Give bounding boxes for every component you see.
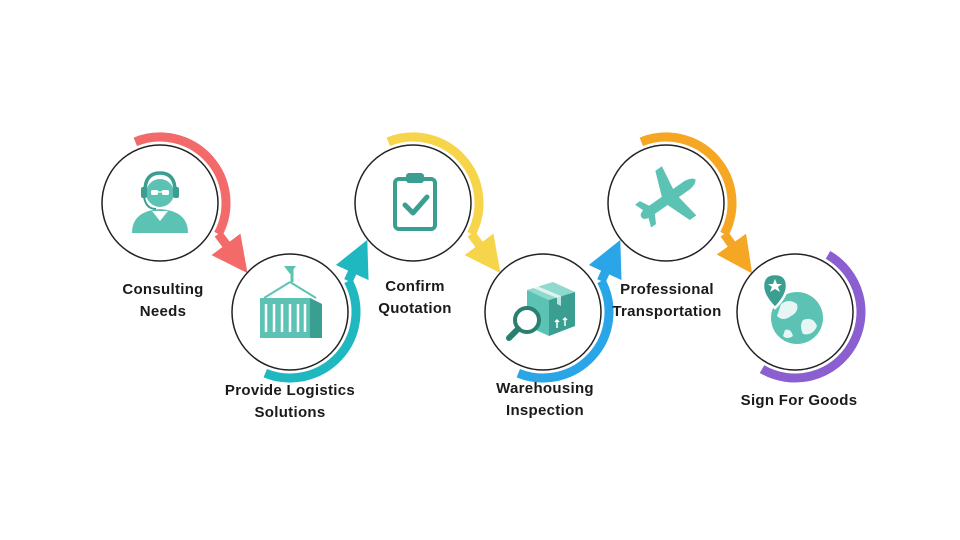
connector-arrow [211,231,248,274]
label-line: Transportation [612,303,722,320]
step-label-consulting-needs: Consulting Needs [78,279,248,323]
step-label-warehousing-inspection: Warehousing Inspection [460,378,630,422]
connector-arrow [716,231,753,274]
step-label-provide-logistics-solutions: Provide Logistics Solutions [205,380,375,424]
package-inspection-icon [506,282,575,341]
label-line: Consulting [122,281,204,298]
customer-service-agent-icon [132,171,188,233]
label-line: Solutions [254,404,326,421]
label-line: Needs [139,303,187,320]
step-arc [263,278,361,383]
shipping-container-icon [260,266,322,338]
connector-arrow [588,239,622,283]
label-line: Provide Logistics [224,382,356,399]
step-label-professional-transportation: Professional Transportation [582,279,752,323]
connector-arrow [335,239,369,283]
step-arc [386,132,484,237]
step-arc [639,132,737,237]
step-arc [516,278,614,383]
label-line: Sign For Goods [740,392,858,409]
connector-arrow [464,231,501,274]
label-line: Professional [620,281,714,298]
airplane-icon [635,166,697,228]
label-line: Confirm [385,278,445,295]
step-arc [759,250,866,383]
globe-location-icon [761,272,823,344]
arc-layer [133,132,866,383]
step-label-confirm-quotation: Confirm Quotation [330,276,500,320]
clipboard-check-icon [393,173,437,231]
step-label-sign-for-goods: Sign For Goods [714,390,884,412]
label-line: Quotation [378,300,452,317]
label-line: Inspection [505,402,584,419]
step-arc [133,132,231,237]
label-line: Warehousing [496,380,594,397]
